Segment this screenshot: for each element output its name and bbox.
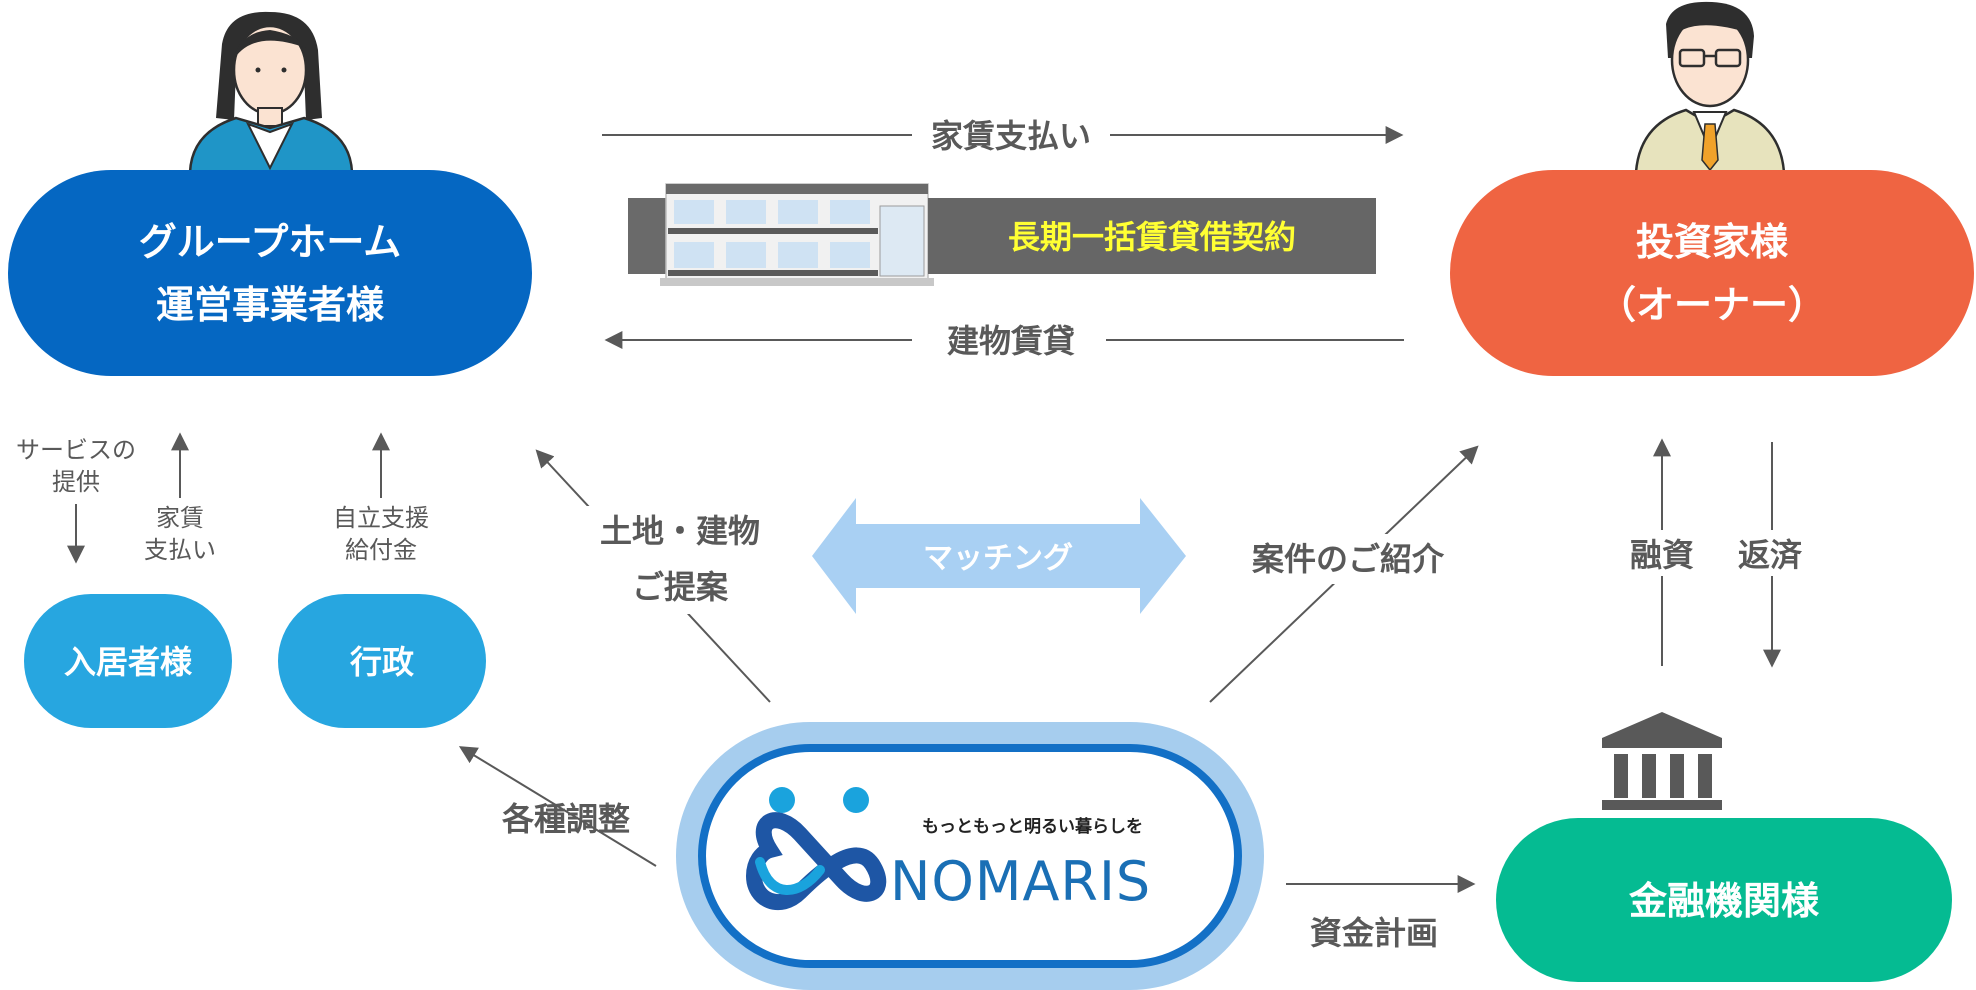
operator-label-line2: 運営事業者様	[156, 283, 385, 327]
matching-label: マッチング	[923, 541, 1073, 576]
operator-label-line1: グループホーム	[139, 220, 402, 264]
rent-payment-label: 家賃支払い	[931, 117, 1091, 155]
land-proposal-label-line2: ご提案	[632, 568, 729, 606]
coordination-arrow	[458, 746, 657, 867]
contract-label: 長期一括賃貸借契約	[1008, 218, 1296, 256]
nomaris-wordmark: NOMARIS	[890, 850, 1151, 913]
matching-arrow	[812, 498, 1186, 614]
referral-label: 案件のご紹介	[1252, 540, 1445, 578]
land-proposal-label-line1: 土地・建物	[600, 512, 760, 550]
loan-label: 融資	[1630, 536, 1694, 574]
finance-label: 金融機関様	[1628, 879, 1820, 923]
resident-label: 入居者様	[64, 643, 193, 681]
nomaris-inner-pill	[698, 744, 1242, 968]
service-label-line2: 提供	[52, 468, 100, 496]
benefit-label-line1: 自立支援	[333, 504, 429, 532]
businesswoman-icon	[188, 11, 354, 174]
nomaris-logo-icon	[745, 787, 887, 911]
nomaris-tagline: もっともっと明るい暮らしを	[922, 816, 1143, 837]
contract-banner	[928, 198, 1376, 274]
owner-label-line2: （オーナー）	[1598, 283, 1826, 327]
resident-pill	[24, 594, 232, 728]
service-label-line1: サービスの	[16, 436, 136, 464]
businessman-icon	[1634, 1, 1786, 174]
coordination-label: 各種調整	[502, 800, 630, 838]
apartment-building-icon	[628, 183, 934, 286]
funding-plan-label: 資金計画	[1310, 914, 1438, 952]
bank-icon	[1602, 712, 1722, 810]
government-label: 行政	[350, 643, 414, 681]
building-lease-label: 建物賃貸	[947, 322, 1075, 360]
government-pill	[278, 594, 486, 728]
finance-pill	[1496, 818, 1952, 982]
owner-label-line1: 投資家様	[1636, 220, 1789, 264]
resident-rent-label-line1: 家賃	[156, 504, 204, 532]
repayment-label: 返済	[1738, 536, 1803, 574]
operator-pill	[8, 170, 532, 376]
resident-rent-label-line2: 支払い	[144, 536, 216, 564]
benefit-label-line2: 給付金	[345, 536, 417, 564]
owner-pill	[1450, 170, 1974, 376]
